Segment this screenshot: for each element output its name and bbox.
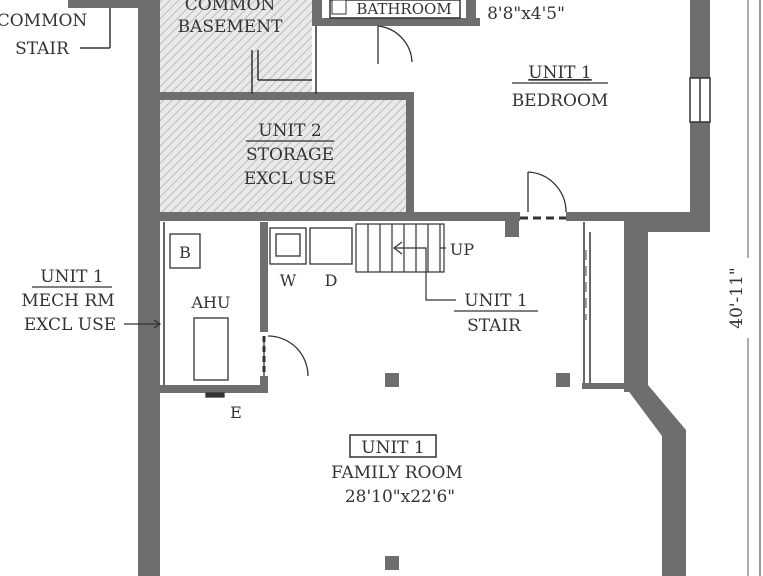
side-dimension: 40'-11": [727, 267, 747, 329]
wall-storage-right: [406, 92, 414, 218]
electric-label: E: [230, 403, 242, 422]
dryer-label: D: [325, 271, 338, 290]
bath-fixture: [331, 0, 347, 15]
stair-unit-label: UNIT 1: [464, 291, 527, 311]
wall-mid-horizontal-a: [160, 212, 520, 221]
mech-name-label: MECH RM: [21, 291, 114, 311]
stair-arrow: [394, 247, 427, 272]
family-name-label: FAMILY ROOM: [331, 463, 463, 483]
wall-bath-bottom: [312, 18, 480, 26]
washer-label: W: [280, 271, 297, 290]
wall-mech-bottom: [160, 385, 268, 393]
bedroom-name-label: BEDROOM: [512, 91, 609, 111]
common-basement-label-1: COMMON: [185, 0, 276, 15]
stair-leader: [425, 272, 456, 301]
wall-right-mid: [624, 212, 648, 392]
bathroom-label: BATHROOM: [356, 0, 451, 18]
bathroom-label-box: [329, 0, 461, 19]
unit-stair: [355, 223, 456, 301]
walls: [68, 0, 710, 576]
plan-lines: [80, 0, 761, 576]
bedroom-unit-label: UNIT 1: [528, 63, 591, 83]
storage-area: [160, 98, 408, 212]
mech-use-label: EXCL USE: [24, 315, 116, 335]
side-dim-gap: [720, 258, 754, 338]
common-stair-label-2: STAIR: [15, 39, 70, 59]
column-3: [385, 556, 399, 570]
bath-door-swing: [377, 25, 413, 64]
appliances: [124, 227, 353, 398]
boiler-box: [169, 233, 201, 269]
family-unit-label: UNIT 1: [361, 438, 424, 458]
common-basement-label-2: BASEMENT: [178, 17, 284, 37]
family-dims-label: 28'10"x22'6": [345, 487, 455, 507]
family-unit-box: [349, 434, 437, 458]
stair-name-label: STAIR: [467, 316, 522, 336]
common-basement-area: [160, 0, 312, 94]
wall-bath-right: [466, 0, 476, 26]
column-2: [556, 373, 570, 387]
mech-unit-label: UNIT 1: [40, 267, 103, 287]
boiler-label: B: [179, 243, 191, 262]
wall-storage-top: [160, 92, 412, 100]
storage-unit-label: UNIT 2: [258, 121, 321, 141]
wall-right-angled: [624, 385, 686, 576]
wall-top-left: [68, 0, 138, 8]
electric-panel: [205, 392, 225, 398]
common-stair-label-1: COMMON: [0, 11, 87, 31]
wall-mech-right-lower: [260, 376, 268, 393]
doors: [262, 25, 587, 377]
washer-drum: [275, 233, 301, 257]
bathroom-dims: 8'8"x4'5": [487, 4, 565, 24]
bedroom-door-swing: [527, 171, 567, 213]
ahu-box: [193, 317, 229, 381]
wall-stub: [505, 221, 519, 237]
wall-mech-right: [260, 222, 268, 332]
ahu-label: AHU: [191, 293, 231, 312]
dryer-box: [309, 227, 353, 265]
mech-door-swing: [263, 335, 309, 377]
wall-left-outer: [138, 0, 160, 576]
wall-closet-bottom: [582, 383, 628, 389]
storage-use-label: EXCL USE: [244, 169, 336, 189]
column-1: [385, 373, 399, 387]
storage-name-label: STORAGE: [246, 145, 334, 165]
up-label: UP: [450, 240, 474, 259]
wall-mid-horizontal-b: [566, 212, 650, 221]
wall-bath-left: [312, 0, 322, 22]
